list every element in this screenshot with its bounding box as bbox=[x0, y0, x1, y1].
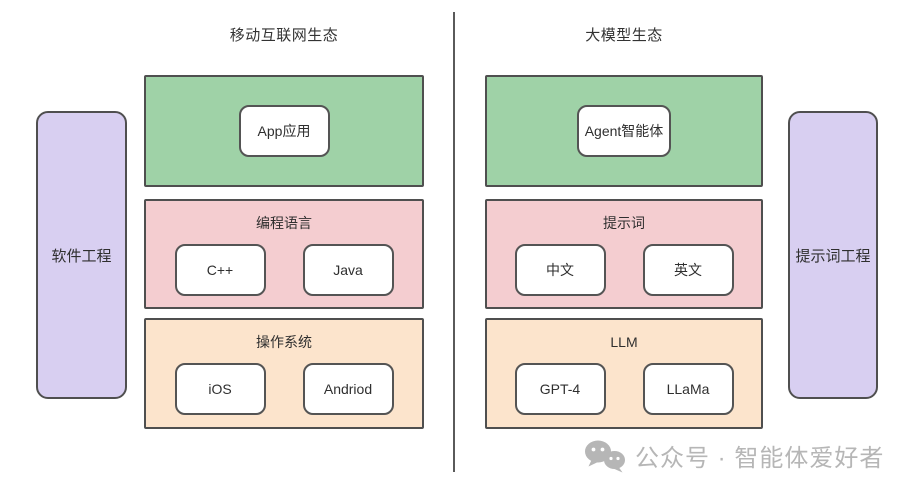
left-os-layer-label: 操作系统 bbox=[256, 334, 312, 350]
chip-gpt4: GPT-4 bbox=[514, 363, 606, 415]
chip-app: App应用 bbox=[238, 105, 330, 157]
right-agent-layer: Agent智能体 bbox=[485, 75, 763, 187]
left-sidebar-box-software-engineering: 软件工程 bbox=[36, 111, 127, 399]
column-divider bbox=[453, 12, 455, 472]
right-llm-layer-label: LLM bbox=[610, 334, 638, 350]
chip-android: Andriod bbox=[302, 363, 394, 415]
left-column-title: 移动互联网生态 bbox=[229, 27, 339, 44]
chip-agent: Agent智能体 bbox=[576, 105, 672, 157]
chip-chinese: 中文 bbox=[514, 244, 606, 296]
wechat-icon bbox=[584, 439, 626, 473]
left-language-chip-row: C++ Java bbox=[174, 244, 394, 296]
right-llm-chip-row: GPT-4 LLaMa bbox=[514, 363, 734, 415]
chip-english: 英文 bbox=[642, 244, 734, 296]
right-prompt-layer-label: 提示词 bbox=[603, 215, 645, 231]
right-column-title: 大模型生态 bbox=[585, 27, 663, 44]
chip-java: Java bbox=[302, 244, 394, 296]
right-prompt-chip-row: 中文 英文 bbox=[514, 244, 734, 296]
chip-ios: iOS bbox=[174, 363, 266, 415]
right-prompt-layer: 提示词 中文 英文 bbox=[485, 199, 763, 309]
left-language-layer: 编程语言 C++ Java bbox=[144, 199, 424, 309]
left-os-layer: 操作系统 iOS Andriod bbox=[144, 318, 424, 429]
left-sidebar-label: 软件工程 bbox=[51, 247, 112, 265]
watermark: 公众号 · 智能体爱好者 bbox=[584, 438, 884, 473]
right-sidebar-label: 提示词工程 bbox=[795, 247, 871, 265]
chip-llama: LLaMa bbox=[642, 363, 734, 415]
right-llm-layer: LLM GPT-4 LLaMa bbox=[485, 318, 763, 429]
right-sidebar-box-prompt-engineering: 提示词工程 bbox=[788, 111, 878, 399]
watermark-text: 公众号 · 智能体爱好者 bbox=[635, 445, 885, 472]
left-language-layer-label: 编程语言 bbox=[256, 215, 312, 231]
chip-cpp: C++ bbox=[174, 244, 266, 296]
left-app-layer: App应用 bbox=[144, 75, 424, 187]
left-os-chip-row: iOS Andriod bbox=[174, 363, 394, 415]
